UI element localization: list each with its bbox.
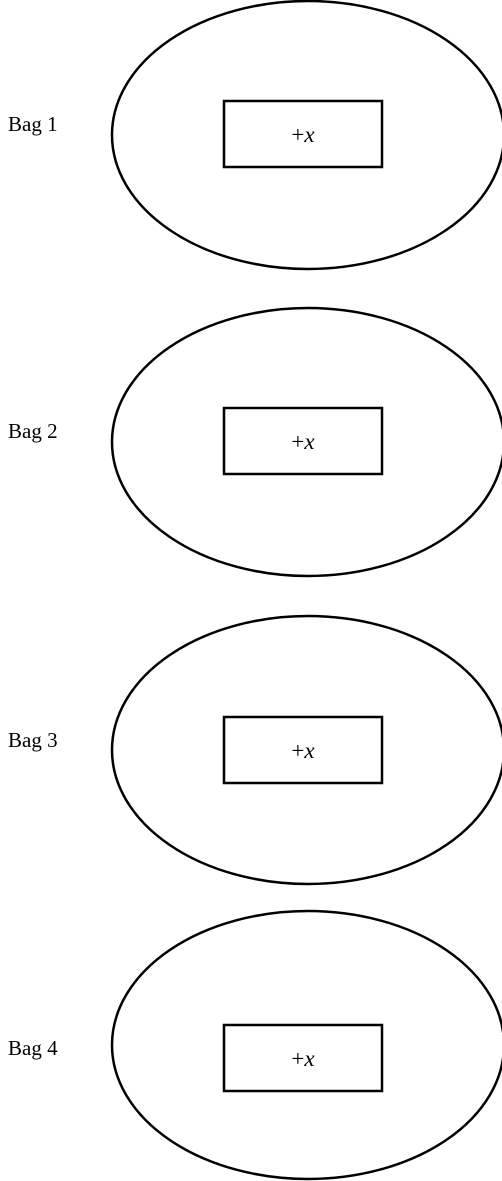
bag-2-label: Bag 2 bbox=[8, 419, 58, 443]
bag-4-label: Bag 4 bbox=[8, 1036, 58, 1060]
bag-2-box-variable: x bbox=[303, 429, 315, 454]
bag-3-oval bbox=[110, 614, 502, 886]
bag-1: Bag 1 +x bbox=[8, 0, 502, 271]
bag-4: Bag 4 +x bbox=[8, 909, 502, 1181]
bag-3-label: Bag 3 bbox=[8, 728, 58, 752]
bag-3-box-variable: x bbox=[303, 738, 315, 763]
bag-1-box bbox=[222, 99, 384, 169]
bag-2-box bbox=[222, 406, 384, 476]
bag-4-box-text: +x bbox=[291, 1046, 315, 1071]
bag-1-label: Bag 1 bbox=[8, 112, 58, 136]
bag-3-box-sign: + bbox=[291, 738, 304, 763]
bag-2-box-text: +x bbox=[291, 429, 315, 454]
bag-3-box bbox=[222, 715, 384, 785]
bag-3-box-text: +x bbox=[291, 738, 315, 763]
bag-2-box-sign: + bbox=[291, 429, 304, 454]
bag-1-box-text: +x bbox=[291, 122, 315, 147]
bag-4-box-sign: + bbox=[291, 1046, 304, 1071]
bag-1-box-sign: + bbox=[291, 122, 304, 147]
bag-4-oval bbox=[110, 909, 502, 1181]
bag-3: Bag 3 +x bbox=[8, 614, 502, 886]
bag-4-box bbox=[222, 1023, 384, 1093]
bag-2: Bag 2 +x bbox=[8, 306, 502, 578]
bag-2-oval bbox=[110, 306, 502, 578]
bag-1-oval bbox=[110, 0, 502, 271]
bag-1-box-variable: x bbox=[303, 122, 315, 147]
bag-4-box-variable: x bbox=[303, 1046, 315, 1071]
